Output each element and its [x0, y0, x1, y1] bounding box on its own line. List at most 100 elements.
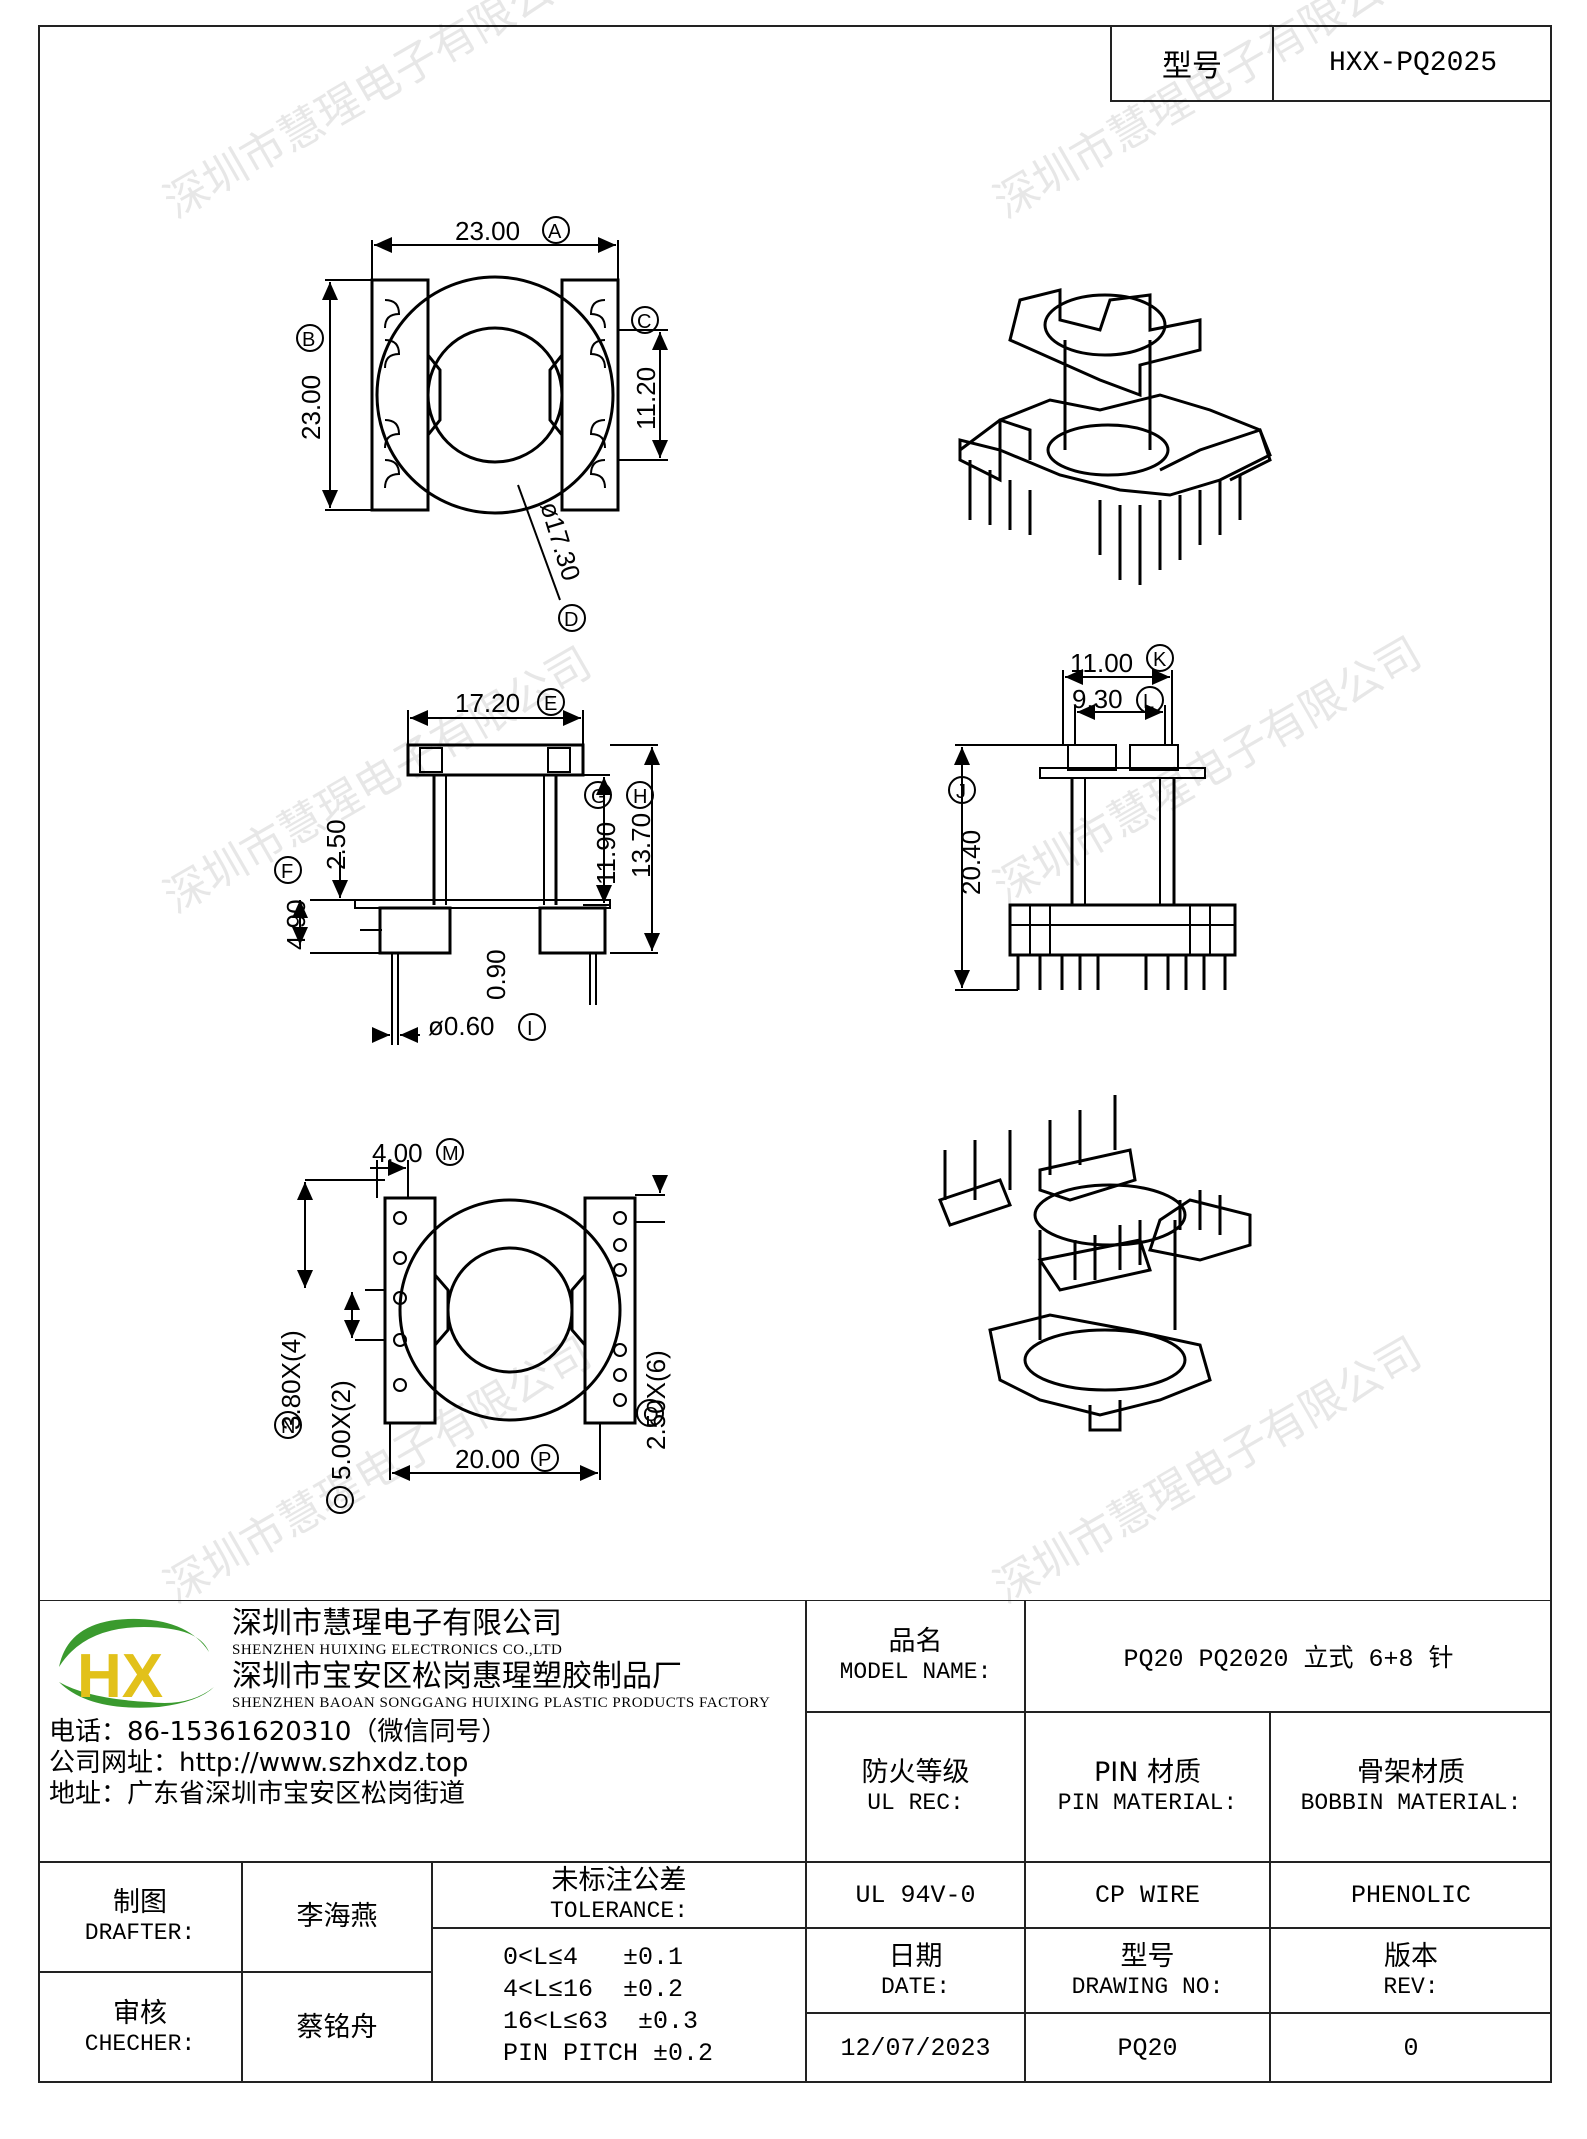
tag-l: L [1143, 691, 1154, 713]
tolerance-label: 未标注公差 TOLERANCE: [432, 1862, 806, 1928]
rev-en: REV: [1383, 1973, 1439, 2000]
tolerance-en: TOLERANCE: [549, 1898, 689, 1924]
tag-o: O [333, 1491, 349, 1513]
top-view: 23.00 A 23.00 B 11.20 C ø17.30 D [296, 216, 668, 632]
model-label: 型号 [1112, 26, 1274, 100]
dim-g: 11.90 [591, 822, 621, 885]
ul-value-cell: UL 94V-0 [806, 1862, 1025, 1928]
ul-rec-cn: 防火等级 [861, 1757, 970, 1788]
rev-cn: 版本 [1384, 1940, 1438, 1972]
bobbin-material-cn: 骨架材质 [1357, 1757, 1465, 1788]
model-name-cn: 品名 [888, 1626, 943, 1657]
pin-material-en: PIN MATERIAL: [1057, 1790, 1238, 1816]
date-cn: 日期 [888, 1940, 943, 1972]
pin-value-cell: CP WIRE [1025, 1862, 1270, 1928]
dim-0-90: 0.90 [481, 949, 511, 1000]
tolerance-values: 0<L≤4 ±0.1 4<L≤16 ±0.2 16<L≤63 ±0.3 PIN … [432, 1928, 806, 2083]
technical-drawing: 23.00 A 23.00 B 11.20 C ø17.30 D 17.20 E… [274, 216, 1272, 1514]
company-info: HX 深圳市慧瑆电子有限公司 SHENZHEN HUIXING ELECTRON… [38, 1600, 806, 1862]
ul-rec-en: UL REC: [867, 1790, 964, 1816]
drafter-name: 李海燕 [296, 1901, 378, 1932]
dim-m: 4.00 [372, 1138, 423, 1168]
isometric-view-bottom [938, 1095, 1252, 1432]
tag-q: Q [643, 1404, 659, 1426]
tag-j: J [956, 781, 966, 803]
company-name-cn: 深圳市慧瑆电子有限公司 [232, 1606, 562, 1641]
tag-f: F [281, 861, 293, 883]
title-block: HX 深圳市慧瑆电子有限公司 SHENZHEN HUIXING ELECTRON… [38, 1600, 1552, 2083]
tag-d: D [564, 609, 578, 631]
dim-j: 20.40 [956, 830, 986, 895]
dim-i: ø0.60 [428, 1011, 495, 1041]
tag-p: P [538, 1449, 551, 1471]
date-value: 12/07/2023 [840, 2033, 991, 2063]
contact-website: 公司网址：http://www.szhxdz.top [49, 1748, 469, 1778]
checker-cn: 审核 [113, 1997, 167, 2029]
dim-c: 11.20 [631, 367, 661, 430]
bobbin-material-label: 骨架材质 BOBBIN MATERIAL: [1270, 1712, 1552, 1862]
company-logo-icon: HX [59, 1618, 214, 1711]
isometric-view-top [958, 288, 1272, 585]
dim-h: 13.70 [626, 813, 656, 878]
tag-h: H [633, 786, 647, 808]
ul-value: UL 94V-0 [855, 1880, 976, 1910]
tolerance-line: 0<L≤4 ±0.1 [503, 1942, 684, 1972]
tag-c: C [637, 311, 651, 333]
model-name-label: 品名 MODEL NAME: [806, 1600, 1025, 1712]
pin-material-label: PIN 材质 PIN MATERIAL: [1025, 1712, 1270, 1862]
model-value: HXX-PQ2025 [1328, 47, 1498, 79]
dim-l: 9.30 [1072, 684, 1123, 714]
bobbin-value-cell: PHENOLIC [1270, 1862, 1552, 1928]
pin-value: CP WIRE [1094, 1880, 1201, 1910]
date-en: DATE: [880, 1973, 950, 2000]
drafter-name-cell: 李海燕 [242, 1862, 432, 1972]
drafter-label: 制图 DRAFTER: [38, 1862, 242, 1972]
tolerance-line: 16<L≤63 ±0.3 [503, 2006, 699, 2036]
front-view: 11.00 K 9.30 L 20.40 J [948, 644, 1237, 991]
factory-name-en: SHENZHEN BAOAN SONGGANG HUIXING PLASTIC … [232, 1695, 771, 1711]
tolerance-cn: 未标注公差 [551, 1865, 687, 1896]
checker-name-cell: 蔡铭舟 [242, 1972, 432, 2083]
dim-p: 20.00 [455, 1444, 520, 1474]
drawing-no-value-cell: PQ20 [1025, 2013, 1270, 2083]
bobbin-material-en: BOBBIN MATERIAL: [1300, 1790, 1522, 1816]
dim-a: 23.00 [455, 216, 520, 246]
tolerance-line: PIN PITCH ±0.2 [503, 2038, 714, 2068]
bobbin-value: PHENOLIC [1350, 1880, 1472, 1910]
company-name-en: SHENZHEN HUIXING ELECTRONICS CO.,LTD [232, 1642, 563, 1658]
side-view: 17.20 E 11.90 G 13.70 H 2.50 4.90 F 0.90… [274, 688, 660, 1045]
rev-value-cell: 0 [1270, 2013, 1552, 2083]
drawing-no-cn: 型号 [1120, 1940, 1175, 1972]
bottom-view: 4.00 M 3.80X(4) N 5.00X(2) O 20.00 P 2.5… [274, 1138, 671, 1514]
checker-label: 审核 CHECHER: [38, 1972, 242, 2083]
contact-address: 地址：广东省深圳市宝安区松岗街道 [49, 1779, 466, 1809]
factory-name-cn: 深圳市宝安区松岗惠瑆塑胶制品厂 [232, 1659, 682, 1694]
pin-material-cn: PIN 材质 [1093, 1757, 1202, 1788]
drafter-cn: 制图 [113, 1887, 167, 1918]
tag-k: K [1153, 649, 1167, 671]
model-name-value: PQ20 PQ2020 立式 6+8 针 [1123, 1645, 1454, 1674]
date-value-cell: 12/07/2023 [806, 2013, 1025, 2083]
rev-value: 0 [1403, 2033, 1419, 2063]
drawing-no-label: 型号 DRAWING NO: [1025, 1928, 1270, 2013]
drafter-en: DRAFTER: [84, 1920, 196, 1946]
checker-name: 蔡铭舟 [296, 2011, 378, 2043]
dim-o: 5.00X(2) [326, 1380, 356, 1480]
checker-en: CHECHER: [84, 2030, 196, 2057]
tag-e: E [544, 693, 557, 715]
dim-b: 23.00 [296, 375, 326, 440]
dim-e: 17.20 [455, 688, 520, 718]
ul-rec-label: 防火等级 UL REC: [806, 1712, 1025, 1862]
tag-i: I [527, 1018, 533, 1040]
tolerance-line: 4<L≤16 ±0.2 [503, 1974, 684, 2004]
tag-m: M [442, 1143, 459, 1165]
tag-n: N [281, 1416, 295, 1438]
logo-letters: HX [77, 1642, 163, 1711]
tag-b: B [302, 329, 315, 351]
date-label: 日期 DATE: [806, 1928, 1025, 2013]
dim-k: 11.00 [1070, 648, 1133, 678]
dim-2-50: 2.50 [321, 819, 351, 870]
tag-g: G [591, 786, 607, 808]
contact-phone: 电话：86-15361620310（微信同号） [49, 1717, 508, 1747]
drawing-no-value: PQ20 [1117, 2033, 1178, 2063]
